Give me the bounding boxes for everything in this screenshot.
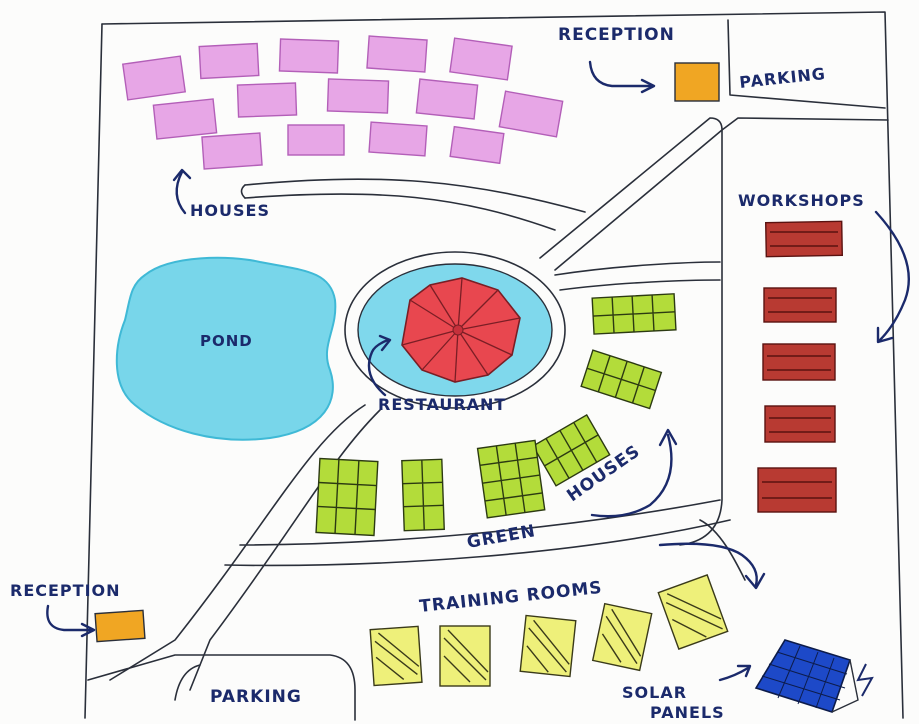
lower-left-road-outer xyxy=(109,404,366,681)
parking-bottom-curve xyxy=(174,664,201,701)
greenhouse xyxy=(401,458,445,532)
lightning-icon xyxy=(856,663,874,697)
greenhouses-group xyxy=(315,293,677,537)
house xyxy=(449,125,505,165)
pond xyxy=(115,256,337,441)
workshop xyxy=(757,467,837,513)
workshop xyxy=(764,405,836,443)
reception-bottom-label: RECEPTION xyxy=(10,581,121,600)
house xyxy=(449,37,513,81)
workshops-arrow xyxy=(874,210,910,342)
greenhouses-arrow xyxy=(590,433,673,518)
greenhouse xyxy=(591,293,677,335)
lower-left-road-inner xyxy=(189,409,381,691)
site-border-left xyxy=(84,23,103,719)
training-room xyxy=(439,625,491,687)
greenhouse xyxy=(315,457,379,537)
training-room xyxy=(591,602,653,672)
house xyxy=(278,38,340,74)
arrows xyxy=(46,60,910,682)
solar-label-line2: PANELS xyxy=(650,703,725,722)
house xyxy=(236,82,298,118)
restaurant-label: RESTAURANT xyxy=(378,395,506,414)
greenhouse xyxy=(580,349,663,410)
right-road-top xyxy=(721,117,889,131)
restaurant-ring-outer xyxy=(344,251,566,409)
house xyxy=(326,78,390,114)
solar-panel-stand xyxy=(831,659,859,713)
house xyxy=(498,90,564,138)
workshops-group xyxy=(757,220,844,513)
reception-bottom-building xyxy=(94,609,146,643)
restaurant-arrow xyxy=(367,338,390,397)
houses-arrow xyxy=(175,170,187,215)
house xyxy=(121,55,187,101)
lower-right-curve xyxy=(699,519,746,581)
training-room xyxy=(369,625,423,687)
solar-arrow xyxy=(718,666,750,682)
houses-label: HOUSES xyxy=(190,201,270,220)
house xyxy=(201,132,263,170)
reception-bottom-arrow xyxy=(46,604,94,632)
solar-panel-grid xyxy=(761,645,848,709)
houses-road-edge-top xyxy=(244,178,586,213)
parking-bottom-boundary xyxy=(87,654,356,721)
training-room xyxy=(657,574,729,650)
house xyxy=(287,124,345,156)
workshop xyxy=(763,287,837,323)
workshop xyxy=(762,343,836,381)
restaurant-building xyxy=(401,277,521,383)
house xyxy=(368,121,428,157)
reception-top-arrow xyxy=(588,60,654,88)
restaurant-spokes xyxy=(401,277,521,383)
greenhouse-road-top xyxy=(554,261,721,276)
restaurant-center xyxy=(452,324,464,336)
site-border xyxy=(101,11,904,719)
greenhouse xyxy=(476,439,546,519)
lower-road-top xyxy=(239,499,721,546)
house xyxy=(198,42,260,80)
house xyxy=(366,35,428,73)
houses-group xyxy=(121,35,564,170)
solar-label-line1: SOLAR xyxy=(622,683,687,702)
workshop xyxy=(764,220,844,258)
greenhouse xyxy=(532,413,611,487)
houses-road-edge-bottom xyxy=(244,193,556,231)
pond-label: POND xyxy=(200,332,253,350)
houses-road-end xyxy=(240,184,246,199)
training-rooms-group xyxy=(369,574,729,687)
house xyxy=(152,98,218,140)
training-arrow xyxy=(658,542,758,587)
house xyxy=(415,78,479,120)
workshops-label: WORKSHOPS xyxy=(738,191,865,210)
parking-top-boundary xyxy=(727,19,886,109)
lower-road-bottom xyxy=(224,519,731,567)
greenhouse-road-top2 xyxy=(559,279,721,291)
training-room xyxy=(519,614,577,678)
reception-top-building xyxy=(674,62,720,102)
solar-panel xyxy=(754,639,874,713)
reception-top-label: RECEPTION xyxy=(558,25,675,45)
parking-bottom-label: PARKING xyxy=(210,687,302,707)
